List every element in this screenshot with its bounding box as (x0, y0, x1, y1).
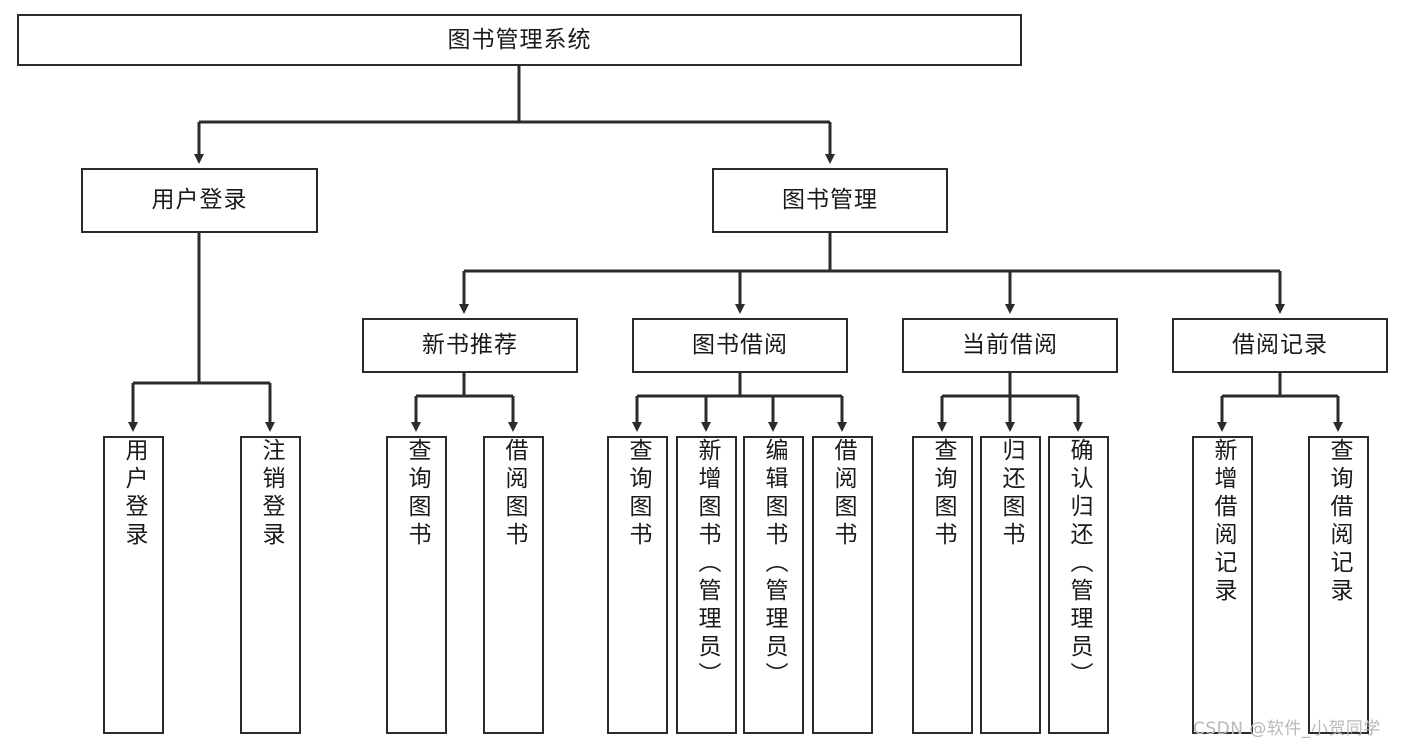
node-label: 查询图书 (625, 438, 651, 550)
node-label: 新书推荐 (422, 332, 518, 359)
leaf-add-book-admin[interactable]: 新增图书（管理员） (676, 436, 737, 734)
node-label: 新增图书（管理员） (694, 438, 720, 690)
node-label: 当前借阅 (962, 332, 1058, 359)
node-label: 图书管理 (782, 187, 878, 214)
leaf-return-book[interactable]: 归还图书 (980, 436, 1041, 734)
node-current-borrow[interactable]: 当前借阅 (902, 318, 1118, 373)
node-book-management[interactable]: 图书管理 (712, 168, 948, 233)
node-label: 确认归还（管理员） (1066, 438, 1092, 690)
leaf-borrow-book[interactable]: 借阅图书 (812, 436, 873, 734)
node-label: 查询图书 (404, 438, 430, 550)
node-label: 借阅图书 (830, 438, 856, 550)
node-new-book-recommend[interactable]: 新书推荐 (362, 318, 578, 373)
leaf-confirm-return-admin[interactable]: 确认归还（管理员） (1048, 436, 1109, 734)
node-label: 查询借阅记录 (1326, 438, 1352, 606)
node-label: 编辑图书（管理员） (761, 438, 787, 690)
leaf-query-book-new[interactable]: 查询图书 (386, 436, 447, 734)
leaf-query-borrow-record[interactable]: 查询借阅记录 (1308, 436, 1369, 734)
node-label: 注销登录 (258, 438, 284, 550)
node-label: 用户登录 (121, 438, 147, 550)
node-user-login[interactable]: 用户登录 (81, 168, 318, 233)
watermark-text: CSDN @软件_小贺同学 (1193, 719, 1381, 739)
node-label: 查询图书 (930, 438, 956, 550)
leaf-user-login[interactable]: 用户登录 (103, 436, 164, 734)
leaf-logout[interactable]: 注销登录 (240, 436, 301, 734)
leaf-query-book-current[interactable]: 查询图书 (912, 436, 973, 734)
node-label: 图书借阅 (692, 332, 788, 359)
leaf-add-borrow-record[interactable]: 新增借阅记录 (1192, 436, 1253, 734)
node-label: 图书管理系统 (447, 26, 592, 53)
node-label: 借阅记录 (1232, 332, 1328, 359)
leaf-edit-book-admin[interactable]: 编辑图书（管理员） (743, 436, 804, 734)
node-label: 归还图书 (998, 438, 1024, 550)
leaf-borrow-book-new[interactable]: 借阅图书 (483, 436, 544, 734)
node-borrow-record[interactable]: 借阅记录 (1172, 318, 1388, 373)
leaf-query-book-borrow[interactable]: 查询图书 (607, 436, 668, 734)
node-book-borrow[interactable]: 图书借阅 (632, 318, 848, 373)
node-label: 用户登录 (151, 187, 248, 214)
node-label: 新增借阅记录 (1210, 438, 1236, 606)
node-root-book-management-system[interactable]: 图书管理系统 (17, 14, 1022, 66)
node-label: 借阅图书 (501, 438, 527, 550)
